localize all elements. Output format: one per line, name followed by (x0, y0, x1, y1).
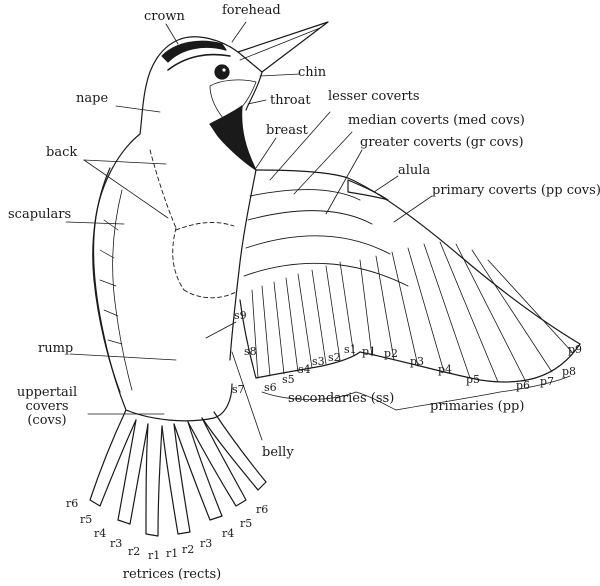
label-uppertail-covers-1: uppertail (16, 385, 78, 400)
label-back: back (46, 145, 78, 160)
eye (214, 64, 230, 80)
label-r6-right: r6 (256, 503, 269, 516)
label-chin: chin (298, 65, 327, 80)
label-p5: p5 (466, 373, 481, 386)
label-r1-right: r1 (166, 547, 179, 560)
wing-leading-edge (255, 169, 581, 345)
label-s2: s2 (328, 351, 341, 364)
label-belly: belly (262, 445, 294, 460)
crown-stripe (161, 40, 227, 63)
label-s9: s9 (234, 309, 247, 322)
label-median-coverts: median coverts (med covs) (348, 113, 525, 128)
label-retrices: retrices (rects) (122, 567, 222, 582)
secondaries-edge (239, 299, 361, 379)
label-s8: s8 (244, 345, 257, 358)
label-p9: p9 (568, 343, 583, 356)
label-p3: p3 (410, 355, 425, 368)
label-s1: s1 (344, 343, 357, 356)
label-r5-left: r5 (80, 513, 93, 526)
label-throat: throat (270, 93, 311, 108)
label-alula: alula (398, 163, 431, 178)
breast-v (209, 105, 257, 171)
label-r2-left: r2 (128, 545, 141, 558)
label-p1: p1 (362, 345, 377, 358)
label-s3: s3 (312, 355, 325, 368)
tail (89, 409, 137, 507)
label-greater-coverts: greater coverts (gr covs) (360, 135, 524, 150)
label-p2: p2 (384, 347, 399, 360)
label-s5: s5 (282, 373, 295, 386)
label-s7: s7 (232, 383, 245, 396)
label-r5-right: r5 (240, 517, 253, 530)
label-p4: p4 (438, 363, 453, 376)
label-p6: p6 (516, 379, 531, 392)
label-uppertail-covers-2: covers (25, 399, 69, 414)
label-s6: s6 (264, 381, 277, 394)
label-p8: p8 (562, 365, 577, 378)
label-r6-left: r6 (66, 497, 79, 510)
label-s4: s4 (298, 363, 311, 376)
label-uppertail-covers-3: (covs) (27, 413, 67, 428)
bill (237, 21, 329, 73)
label-primary-coverts: primary coverts (pp covs) (432, 183, 600, 198)
label-lesser-coverts: lesser coverts (328, 89, 420, 104)
primaries-edge (359, 343, 581, 383)
body-outline (92, 133, 141, 411)
label-rump: rump (38, 341, 74, 356)
label-nape: nape (76, 91, 109, 106)
label-r4-right: r4 (222, 527, 235, 540)
label-forehead: forehead (222, 3, 281, 18)
label-secondaries: secondaries (ss) (288, 391, 395, 406)
left-wing (92, 167, 121, 393)
label-r3-right: r3 (200, 537, 213, 550)
label-r1-left: r1 (148, 549, 161, 562)
label-p7: p7 (540, 375, 555, 388)
label-r3-left: r3 (110, 537, 123, 550)
label-scapulars: scapulars (8, 207, 72, 222)
label-r4-left: r4 (94, 527, 107, 540)
alula (347, 179, 389, 201)
label-r2-right: r2 (182, 543, 195, 556)
head-outline (139, 36, 239, 135)
label-breast: breast (266, 123, 308, 138)
label-crown: crown (144, 9, 185, 24)
label-primaries: primaries (pp) (430, 399, 525, 414)
throat-patch (209, 79, 257, 123)
